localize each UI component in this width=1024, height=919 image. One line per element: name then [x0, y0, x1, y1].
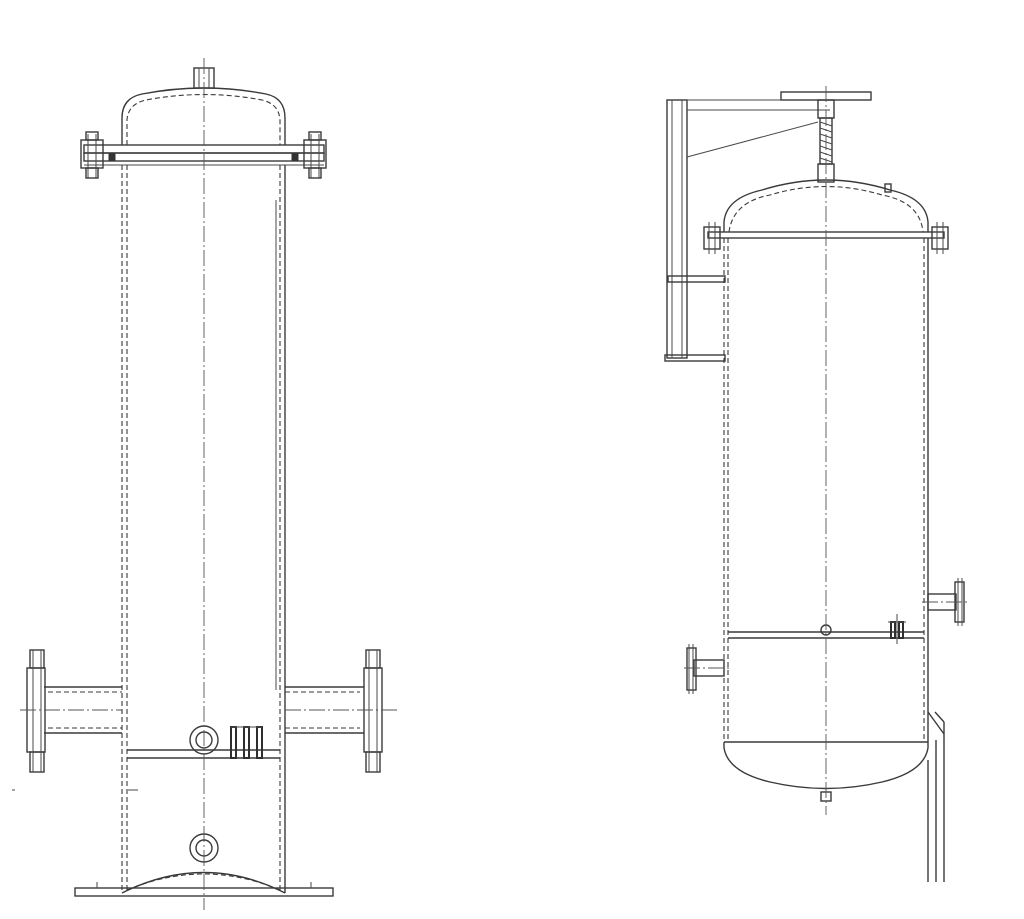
- right-top-head: [723, 179, 929, 232]
- left-filter-housing: [12, 58, 398, 910]
- right-davit-post: [664, 99, 830, 362]
- right-pressure-vessel: [664, 86, 970, 882]
- right-side-nozzle-lower: [684, 644, 732, 694]
- right-side-nozzle-upper: [922, 578, 970, 626]
- left-side-inlet: [26, 649, 122, 773]
- left-bottom-section: [121, 789, 286, 894]
- right-support-leg: [927, 711, 945, 882]
- left-side-outlet: [285, 649, 383, 773]
- left-tube-plate: [127, 725, 280, 759]
- right-shell: [723, 238, 929, 742]
- left-top-head: [121, 87, 286, 145]
- left-flange-bolt-right: [303, 131, 327, 179]
- left-flange-bolt-left: [80, 131, 104, 179]
- left-shell: [121, 165, 286, 893]
